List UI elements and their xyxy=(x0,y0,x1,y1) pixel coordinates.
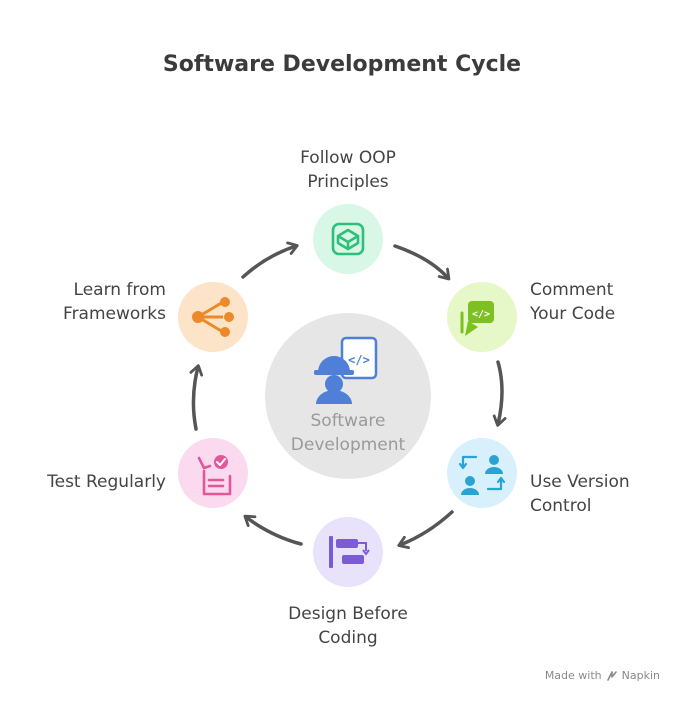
arrow-design-to-test xyxy=(243,514,303,546)
label-line1: Use Version xyxy=(530,472,630,492)
step-circle xyxy=(313,204,383,274)
arrow-oop-to-comment xyxy=(393,244,451,281)
diagram-title: Software Development Cycle xyxy=(162,52,522,77)
step-design-first xyxy=(313,517,383,587)
step-test-regularly xyxy=(178,438,248,508)
napkin-logo-icon xyxy=(606,670,617,681)
label-line1: Learn from xyxy=(73,280,166,300)
codepen-cube-icon xyxy=(331,222,365,256)
center-label-line1: Software xyxy=(310,411,386,431)
label-design-first: Design Before Coding xyxy=(262,602,434,650)
step-version-control xyxy=(447,438,517,508)
label-version-control: Use Version Control xyxy=(530,470,630,518)
flowchart-icon xyxy=(329,536,370,568)
label-line2: Frameworks xyxy=(63,304,166,324)
label-test-regularly: Test Regularly xyxy=(47,470,166,494)
label-line2: Principles xyxy=(307,172,389,192)
step-circle xyxy=(447,438,517,508)
step-circle xyxy=(313,517,383,587)
svg-text:</>: </> xyxy=(472,309,490,320)
center-label-line2: Development xyxy=(290,435,406,455)
center-label: Software Development xyxy=(265,409,431,457)
checklist-hand-icon xyxy=(197,455,232,496)
label-comment-code: Comment Your Code xyxy=(530,278,615,326)
label-line2: Coding xyxy=(318,628,378,648)
svg-text:</>: </> xyxy=(348,353,370,367)
step-learn-frameworks xyxy=(178,282,248,352)
cycle-arrows xyxy=(189,241,507,550)
step-comment-code: </> xyxy=(447,282,517,352)
made-with-text: Made with xyxy=(544,669,602,682)
code-chat-icon: </> xyxy=(460,301,494,336)
arrow-version-to-design xyxy=(397,510,454,550)
label-follow-oop: Follow OOP Principles xyxy=(270,146,426,194)
label-line2: Your Code xyxy=(530,304,616,324)
arrow-comment-to-version xyxy=(492,360,507,427)
developer-icon: </> xyxy=(314,336,378,404)
napkin-brand-text: Napkin xyxy=(621,669,660,682)
user-exchange-icon xyxy=(458,455,506,495)
label-line1: Test Regularly xyxy=(47,472,166,492)
share-nodes-icon xyxy=(192,297,234,337)
step-follow-oop xyxy=(313,204,383,274)
label-line1: Comment xyxy=(530,280,614,300)
label-line1: Design Before xyxy=(288,604,408,624)
napkin-watermark: Made with Napkin xyxy=(545,669,660,682)
arrow-test-to-learn xyxy=(189,364,204,431)
label-line2: Control xyxy=(530,496,592,516)
label-line1: Follow OOP xyxy=(300,148,396,168)
label-learn-frameworks: Learn from Frameworks xyxy=(63,278,166,326)
arrow-learn-to-oop xyxy=(241,241,299,279)
step-circle xyxy=(178,438,248,508)
